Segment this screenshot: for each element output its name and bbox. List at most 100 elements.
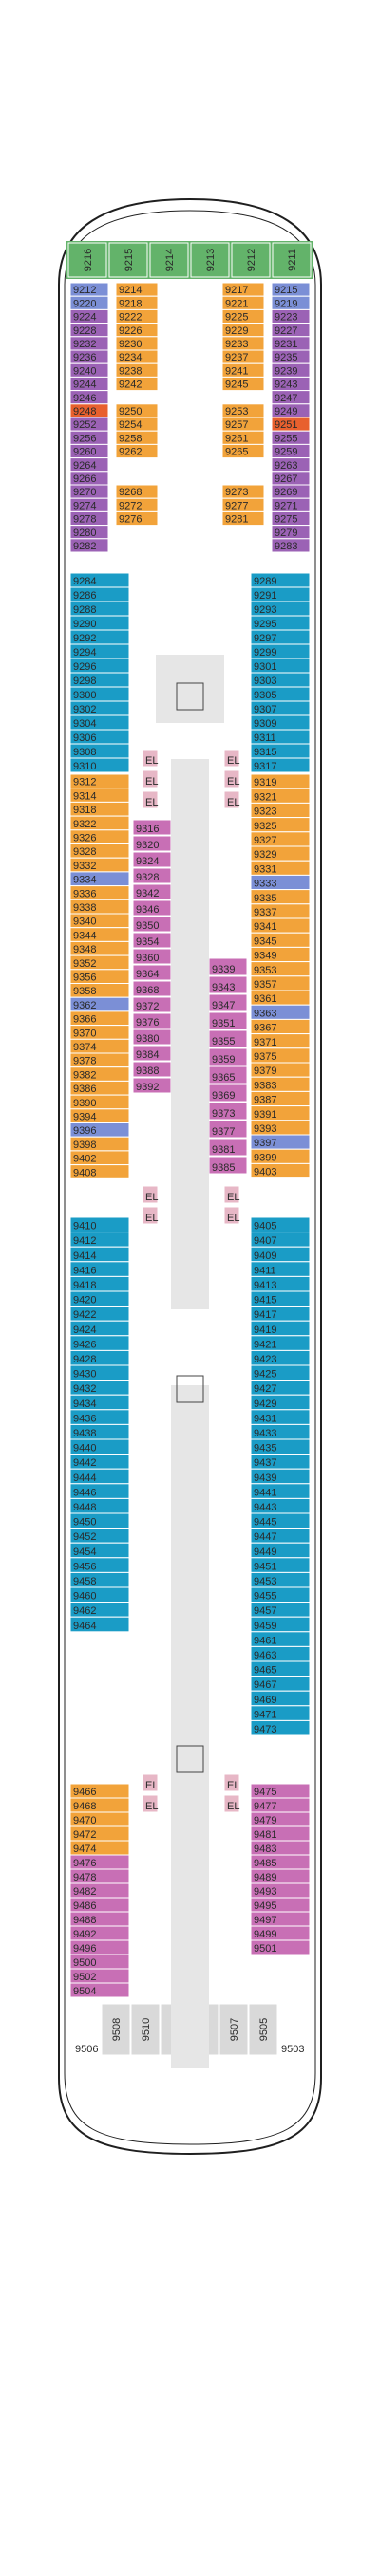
aft-cabin-9503: 9503 bbox=[277, 2003, 308, 2056]
cabin-9425: 9425 bbox=[250, 1364, 311, 1381]
cabin-label: 9266 bbox=[73, 473, 96, 485]
cabin-9215: 9215 bbox=[271, 282, 311, 297]
cabin-9318: 9318 bbox=[69, 801, 130, 817]
aft-cabin-9505: 9505 bbox=[248, 2003, 278, 2056]
cabin-label: 9320 bbox=[136, 840, 159, 851]
cabin-9288: 9288 bbox=[69, 601, 130, 617]
cabin-9343: 9343 bbox=[208, 975, 248, 994]
cabin-label: 9338 bbox=[73, 902, 96, 914]
cabin-label: 9430 bbox=[73, 1369, 96, 1381]
cabin-label: 9434 bbox=[73, 1399, 96, 1410]
cabin-label: 9359 bbox=[212, 1054, 235, 1066]
cabin-label: 9271 bbox=[275, 500, 297, 511]
cabin-9239: 9239 bbox=[271, 362, 311, 378]
cabin-label: 9293 bbox=[254, 604, 276, 616]
cabin-9326: 9326 bbox=[69, 829, 130, 844]
cabin-label: 9251 bbox=[275, 419, 297, 431]
cabin-label: 9472 bbox=[73, 1829, 96, 1841]
cabin-9397: 9397 bbox=[250, 1134, 311, 1150]
elevator-11: EL bbox=[142, 1794, 159, 1813]
cabin-label: 9507 bbox=[229, 2018, 240, 2041]
elevator-4: EL bbox=[223, 769, 240, 788]
cabin-label: 9215 bbox=[124, 249, 135, 271]
cabin-label: 9420 bbox=[73, 1295, 96, 1307]
cabin-9455: 9455 bbox=[250, 1586, 311, 1603]
cabin-9334: 9334 bbox=[69, 871, 130, 887]
cabin-9421: 9421 bbox=[250, 1335, 311, 1351]
cabin-label: 9391 bbox=[254, 1109, 276, 1121]
cabin-label: 9367 bbox=[254, 1023, 276, 1034]
cabin-9354: 9354 bbox=[132, 932, 172, 949]
cabin-9232: 9232 bbox=[69, 336, 109, 351]
cabin-label: 9432 bbox=[73, 1383, 96, 1395]
cabin-9299: 9299 bbox=[250, 643, 311, 659]
cabin-9226: 9226 bbox=[115, 323, 159, 338]
cabin-label: 9352 bbox=[73, 958, 96, 970]
elevator-13: EL bbox=[223, 1794, 240, 1813]
cabin-9449: 9449 bbox=[250, 1542, 311, 1559]
cabin-label: 9439 bbox=[254, 1473, 276, 1484]
bow-cabin-9212: 9212 bbox=[231, 242, 271, 278]
elevator-9: EL bbox=[223, 1206, 240, 1225]
cabin-label: 9354 bbox=[136, 936, 159, 948]
cabin-9323: 9323 bbox=[250, 802, 311, 819]
cabin-9230: 9230 bbox=[115, 336, 159, 351]
cabin-9256: 9256 bbox=[69, 430, 109, 445]
cabin-label: 9426 bbox=[73, 1339, 96, 1350]
cabin-9426: 9426 bbox=[69, 1335, 130, 1351]
cabin-9358: 9358 bbox=[69, 983, 130, 998]
cabin-label: 9455 bbox=[254, 1591, 276, 1603]
cabin-label: 9233 bbox=[225, 339, 248, 350]
cabin-9259: 9259 bbox=[271, 443, 311, 459]
cabin-9317: 9317 bbox=[250, 757, 311, 773]
cabin-9365: 9365 bbox=[208, 1066, 248, 1084]
cabin-label: 9495 bbox=[254, 1900, 276, 1912]
cabin-label: 9219 bbox=[275, 298, 297, 309]
cabin-label: 9505 bbox=[258, 2018, 270, 2041]
cabin-9271: 9271 bbox=[271, 497, 311, 512]
cabin-label: 9388 bbox=[136, 1066, 159, 1077]
cabin-9495: 9495 bbox=[250, 1897, 311, 1913]
cabin-9442: 9442 bbox=[69, 1454, 130, 1470]
cabin-label: 9290 bbox=[73, 619, 96, 630]
cabin-9493: 9493 bbox=[250, 1882, 311, 1899]
cabin-9409: 9409 bbox=[250, 1246, 311, 1263]
hull-outline bbox=[58, 197, 322, 2156]
cabin-label: 9222 bbox=[119, 312, 142, 324]
cabin-9376: 9376 bbox=[132, 1012, 172, 1029]
cabin-label: 9234 bbox=[119, 352, 142, 363]
cabin-label: 9445 bbox=[254, 1517, 276, 1529]
cabin-9276: 9276 bbox=[115, 510, 159, 527]
cabin-label: 9369 bbox=[212, 1090, 235, 1102]
cabin-label: 9324 bbox=[136, 856, 159, 867]
cabin-9292: 9292 bbox=[69, 629, 130, 645]
cabin-label: 9345 bbox=[254, 936, 276, 947]
cabin-9336: 9336 bbox=[69, 885, 130, 900]
cabin-9214: 9214 bbox=[115, 282, 159, 297]
cabin-9252: 9252 bbox=[69, 417, 109, 432]
cabin-9443: 9443 bbox=[250, 1497, 311, 1514]
cabin-9250: 9250 bbox=[115, 403, 159, 418]
cabin-9234: 9234 bbox=[115, 349, 159, 364]
elevator-12: EL bbox=[223, 1773, 240, 1792]
cabin-label: 9375 bbox=[254, 1051, 276, 1063]
cabin-9412: 9412 bbox=[69, 1232, 130, 1248]
cabin-9436: 9436 bbox=[69, 1409, 130, 1425]
cabin-label: 9211 bbox=[287, 249, 298, 271]
cabin-9219: 9219 bbox=[271, 295, 311, 310]
cabin-label: 9265 bbox=[225, 447, 248, 458]
cabin-label: 9242 bbox=[119, 380, 142, 391]
cabin-label: 9433 bbox=[254, 1428, 276, 1439]
cabin-9414: 9414 bbox=[69, 1246, 130, 1263]
cabin-label: 9384 bbox=[136, 1049, 159, 1061]
cabin-9282: 9282 bbox=[69, 538, 109, 553]
cabin-9396: 9396 bbox=[69, 1122, 130, 1138]
cabin-label: 9253 bbox=[225, 406, 248, 417]
cabin-label: 9470 bbox=[73, 1815, 96, 1826]
cabin-9272: 9272 bbox=[115, 497, 159, 512]
aft-cabin-9508: 9508 bbox=[101, 2003, 131, 2056]
cabin-9293: 9293 bbox=[250, 601, 311, 617]
cabin-9224: 9224 bbox=[69, 308, 109, 324]
cabin-label: 9363 bbox=[254, 1008, 276, 1019]
elevator-10: EL bbox=[142, 1773, 159, 1792]
